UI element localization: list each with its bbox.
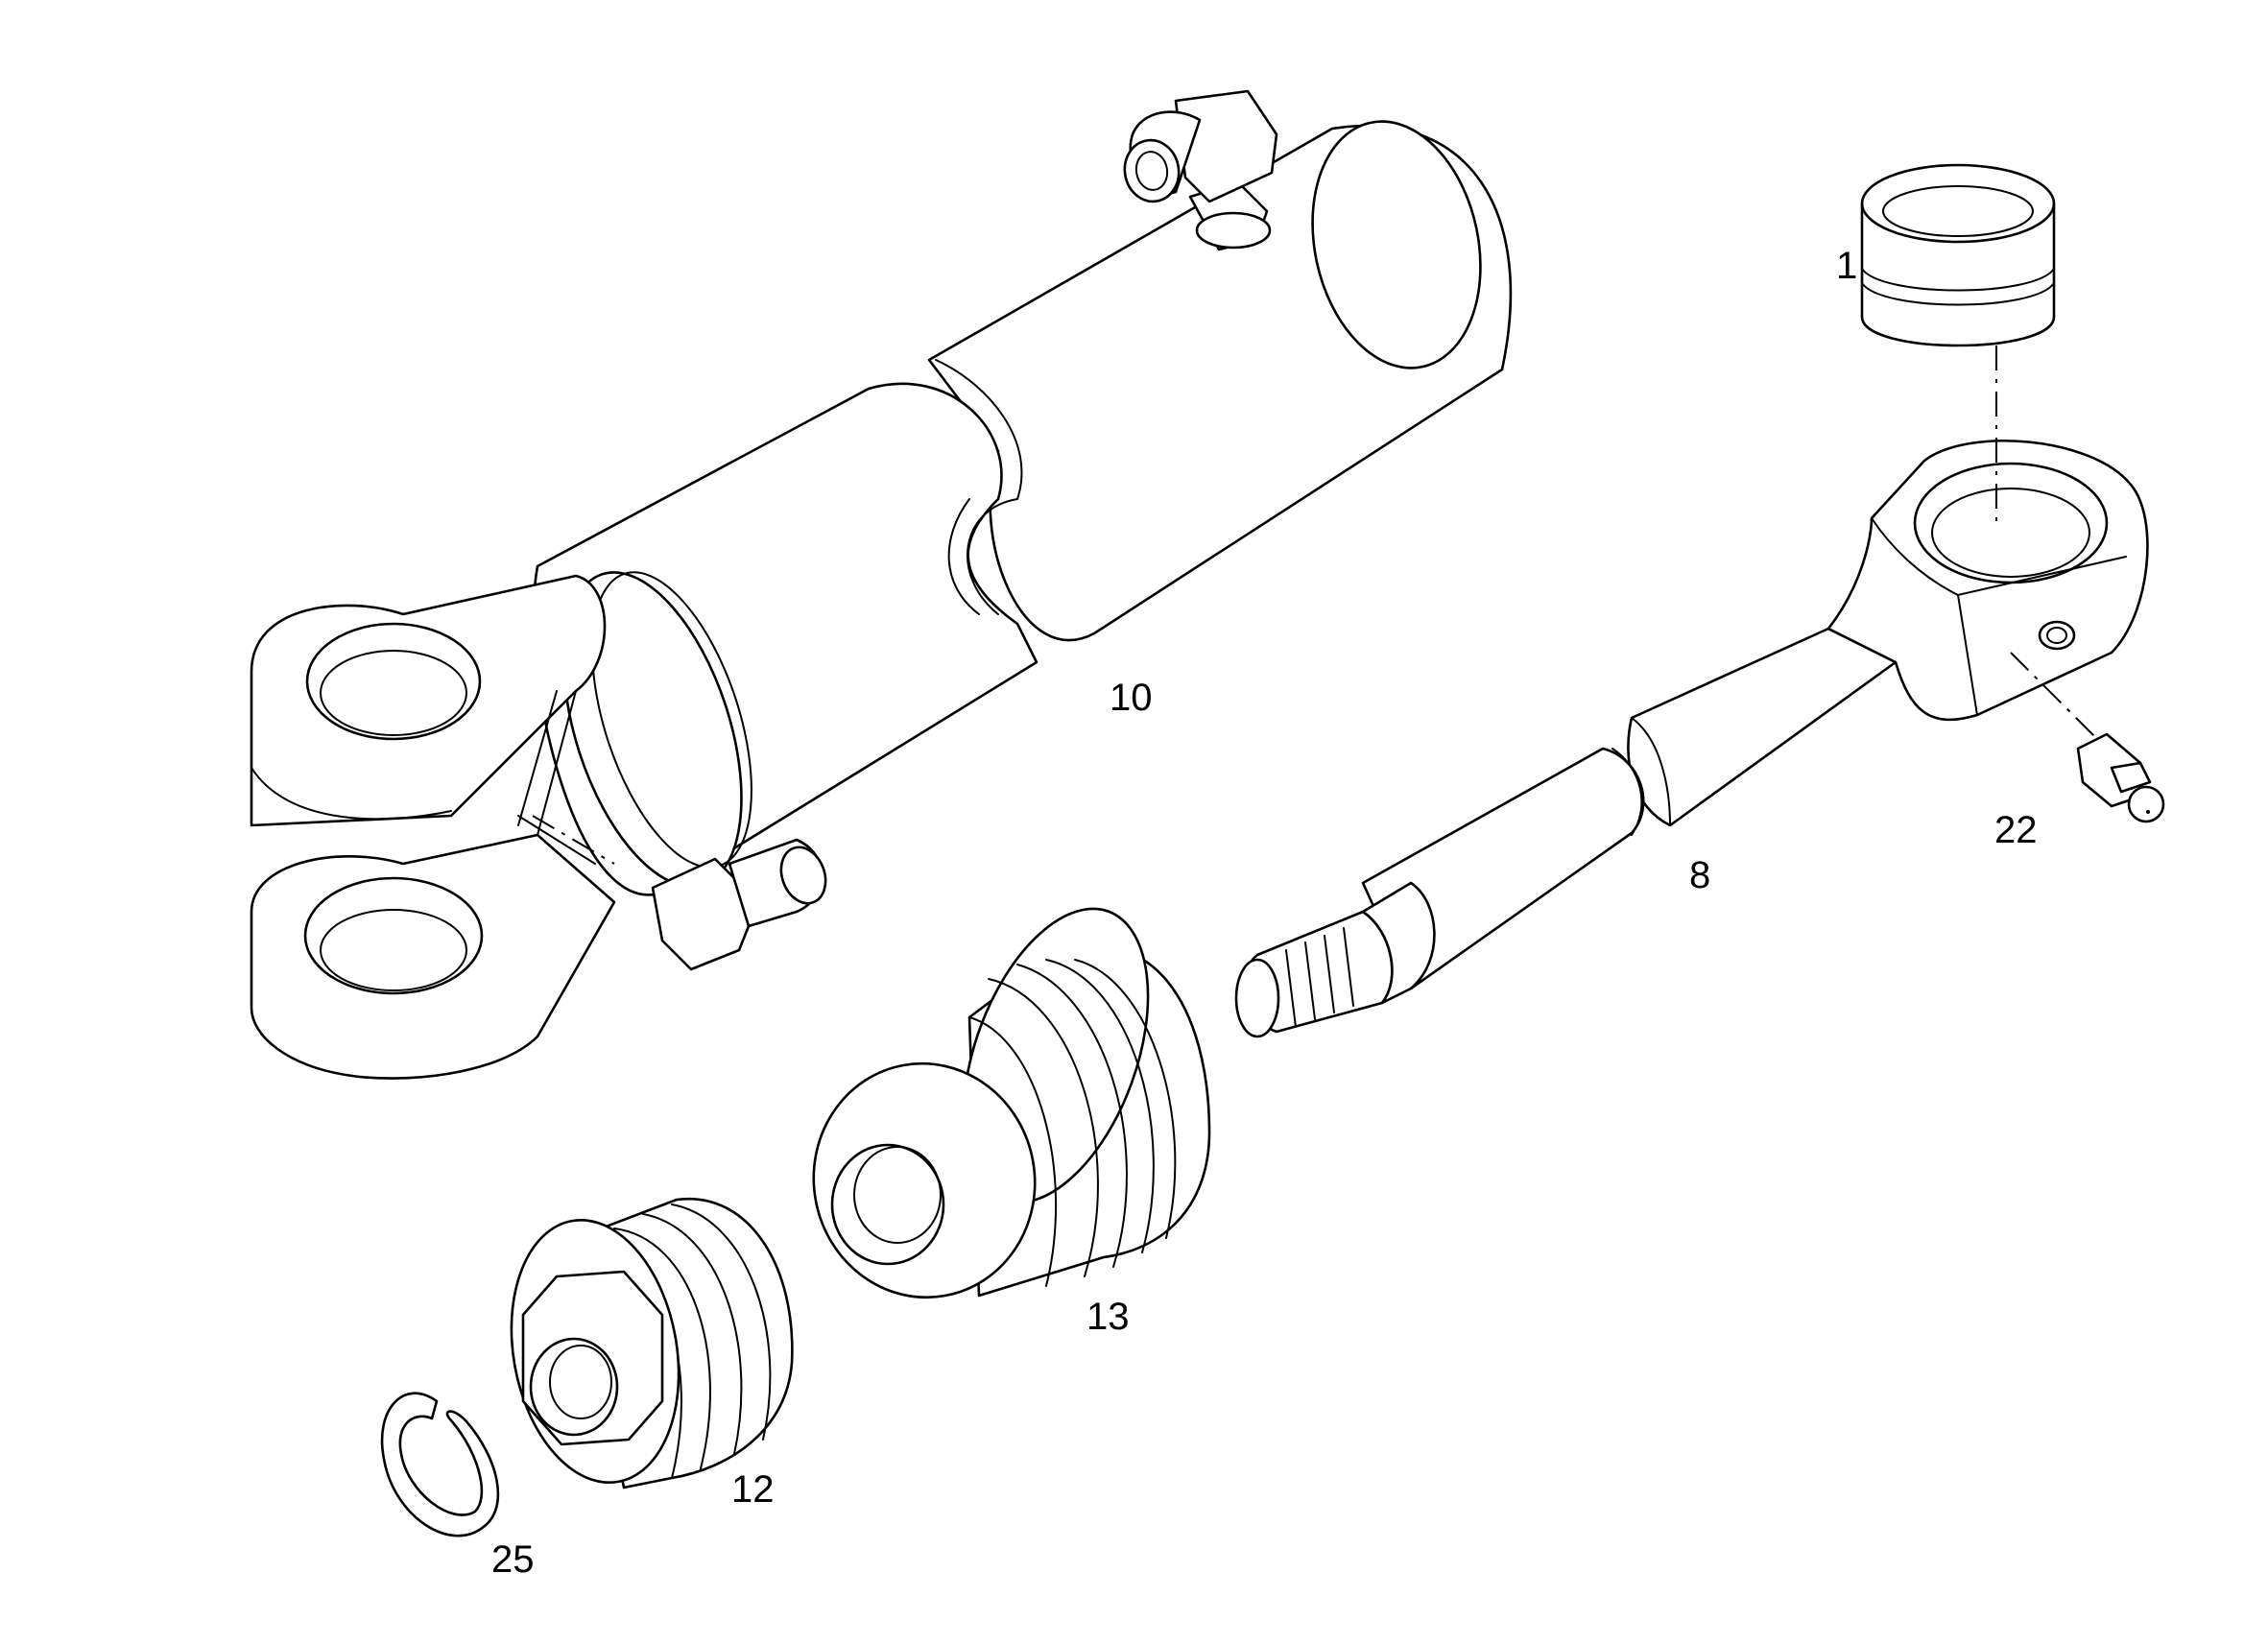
callout-10: 10: [1110, 677, 1153, 719]
bushing-part-1: [1860, 163, 2056, 347]
assembly-lines: [532, 345, 2098, 865]
piston-part-13: [812, 907, 1211, 1299]
circlip-part-25: [380, 1392, 500, 1537]
callout-1: 1: [1836, 245, 1857, 287]
grease-nipple-part-22: [2076, 732, 2165, 823]
callout-labels: 1 10 22 8 13 12 25: [491, 245, 2038, 1581]
callout-8: 8: [1689, 854, 1710, 896]
cylinder-body-part-10: [250, 89, 1513, 1080]
piston-rod-part-8: [1234, 440, 2149, 1038]
callout-22: 22: [1994, 809, 2038, 851]
callout-13: 13: [1086, 1296, 1130, 1338]
callout-25: 25: [491, 1538, 535, 1581]
callout-12: 12: [731, 1468, 775, 1511]
gland-part-12: [510, 1197, 794, 1489]
